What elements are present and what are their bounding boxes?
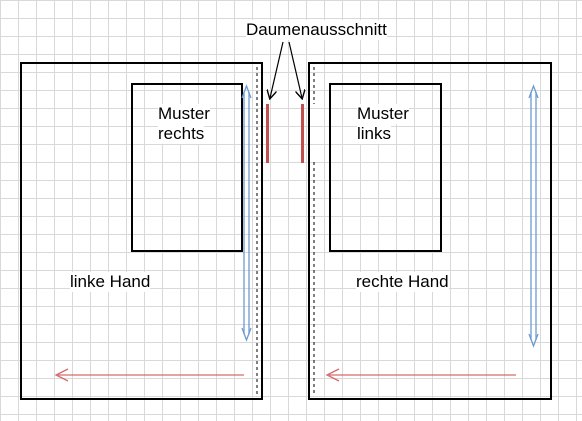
knit-direction-arrow-right bbox=[528, 84, 539, 348]
pattern-left-label-line1: Muster bbox=[357, 104, 409, 124]
pattern-right-label: Muster rechts bbox=[158, 104, 238, 144]
pattern-left-box bbox=[329, 83, 442, 252]
pattern-right-box bbox=[131, 83, 243, 252]
right-hand-label: rechte Hand bbox=[356, 272, 449, 292]
thumb-pointer-arrow-right bbox=[288, 41, 302, 98]
pattern-right-label-line1: Muster bbox=[158, 104, 210, 124]
thumb-cutout-label: Daumenausschnitt bbox=[246, 20, 387, 40]
pattern-left-label: Muster links bbox=[357, 104, 437, 144]
left-hand-label: linke Hand bbox=[70, 272, 151, 292]
pattern-left-label-line2: links bbox=[357, 124, 392, 144]
pattern-right-label-line2: rechts bbox=[158, 124, 205, 144]
row-arrow-left bbox=[54, 368, 244, 382]
right-hand-panel bbox=[308, 62, 552, 400]
knit-direction-arrow-left bbox=[241, 84, 252, 342]
thumb-pointer-arrow-left bbox=[270, 41, 284, 98]
thumb-marker-left bbox=[266, 104, 269, 163]
row-arrow-right bbox=[325, 368, 516, 382]
left-hand-panel bbox=[20, 62, 263, 400]
thumb-marker-right bbox=[301, 104, 304, 163]
